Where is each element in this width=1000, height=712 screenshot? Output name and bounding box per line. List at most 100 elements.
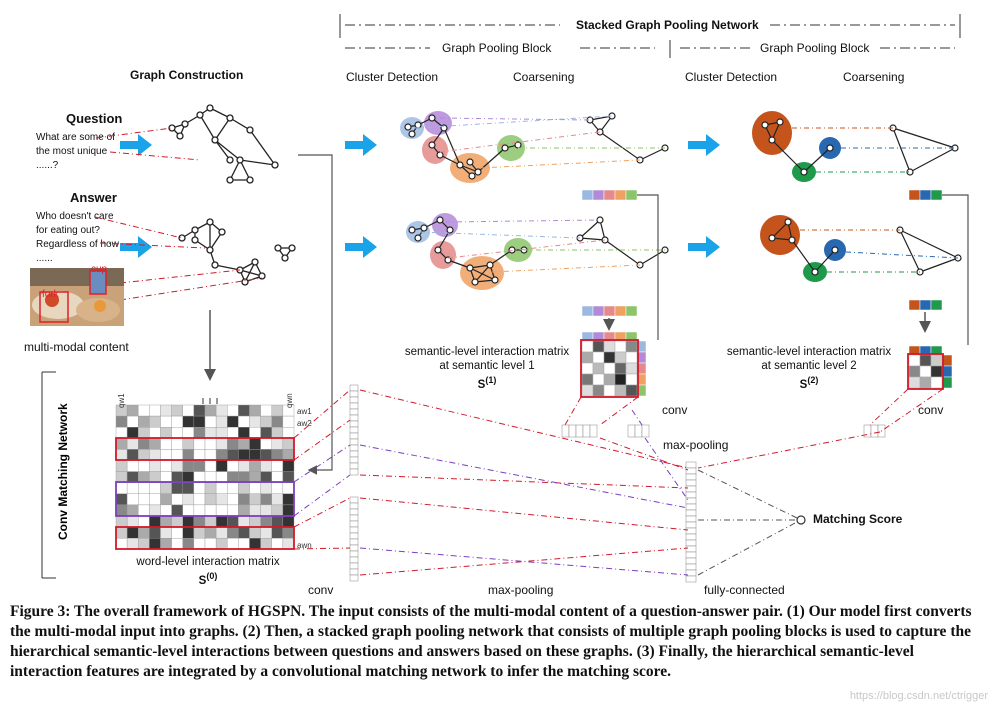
fork-tag: fork: [42, 289, 60, 300]
matrix-cell: [115, 415, 128, 428]
matrix-cell: [227, 538, 239, 550]
pool-cell: [568, 424, 577, 438]
sem2-line2: at semantic level 2: [761, 360, 857, 372]
matrix-cell: [160, 504, 172, 517]
matrix-cell: [249, 460, 261, 472]
word-matrix-tags: qw1 qwn aw1 aw2 awn: [117, 393, 312, 550]
matrix-cell: [282, 438, 295, 450]
matrix-cell: [260, 482, 272, 495]
feature-cell: [349, 438, 359, 446]
feature-cell: [349, 562, 359, 570]
matrix-cell: [182, 449, 195, 461]
matrix-cell: [126, 515, 139, 528]
matrix-cell: [149, 449, 161, 461]
matrix-cell: [126, 526, 139, 539]
conv-label-right: conv: [918, 403, 944, 417]
matrix-cell: [249, 538, 261, 550]
connector-graph-to-matrix: [298, 154, 333, 475]
matrix-cell: [215, 538, 228, 550]
pool-cell: [589, 424, 598, 438]
word-matrix-label: word-level interaction matrix S(0): [118, 555, 298, 588]
matrix-cell: [260, 538, 272, 550]
matrix-cell: [171, 526, 183, 539]
matrix-cell: [204, 538, 217, 550]
cluster-graph-answer-2: [760, 215, 846, 282]
feature-cell: [685, 557, 697, 565]
feature-cell: [685, 467, 697, 475]
matrix-cell: [138, 449, 150, 461]
matrix-cell: [171, 460, 183, 472]
matrix-cell: [271, 493, 284, 506]
feature-cell: [349, 462, 359, 470]
matrix-cell: [126, 493, 139, 506]
matrix-cell: [215, 438, 228, 450]
word-sym: S: [198, 574, 207, 587]
pool-cell: [870, 424, 879, 438]
matrix-cell: [238, 438, 250, 450]
matrix-cell: [149, 427, 161, 439]
matrix-cell: [171, 538, 183, 550]
matrix-cell: [282, 460, 295, 472]
coarsened-graph-answer-1: [576, 216, 669, 269]
matrix-cell: [193, 493, 206, 506]
matrix-cell: [193, 427, 206, 439]
matrix-cell: [227, 515, 239, 528]
matrix-cell: [204, 438, 217, 450]
matrix-cell: [282, 449, 295, 461]
sem1-matrix-label: semantic-level interaction matrix at sem…: [392, 345, 582, 392]
matrix-cell: [260, 438, 272, 450]
matrix-cell: [227, 526, 239, 539]
matrix-cell: [149, 404, 161, 417]
matrix-cell: [115, 427, 128, 439]
food-image: cup fork: [30, 264, 124, 326]
matrix-cell: [149, 482, 161, 495]
matrix-cell: [238, 460, 250, 472]
matrix-cell: [271, 515, 284, 528]
matrix-cell: [260, 515, 272, 528]
matrix-cell: [138, 427, 150, 439]
matrix-cell: [126, 471, 139, 483]
row-tag: aw2: [297, 419, 312, 428]
feature-cell: [349, 384, 359, 392]
matrix-cell: [271, 415, 284, 428]
matrix-cell: [204, 515, 217, 528]
word-sup: (0): [206, 571, 218, 581]
matrix-cell: [249, 427, 261, 439]
matrix-cell: [238, 449, 250, 461]
stacked-network-title: Stacked Graph Pooling Network: [576, 18, 759, 32]
sem1-line1: semantic-level interaction matrix: [404, 346, 570, 358]
blue-arrow-icon: [688, 134, 720, 156]
feature-cell: [349, 390, 359, 398]
conv-network-bracket: [41, 371, 56, 579]
matrix-cell: [193, 404, 206, 417]
matrix-cell: [138, 471, 150, 483]
matrix-cell: [238, 526, 250, 539]
matrix-cell: [126, 482, 139, 495]
matrix-cell: [171, 438, 183, 450]
feature-cell: [349, 544, 359, 552]
feature-cell: [349, 420, 359, 428]
answer-line: Regardless of how: [36, 239, 119, 250]
matrix-cell: [160, 404, 172, 417]
matrix-cell: [238, 538, 250, 550]
matrix-cell: [215, 515, 228, 528]
sem2-symbol: S(2): [714, 373, 904, 392]
feature-cell: [349, 408, 359, 416]
matrix-cell: [215, 471, 228, 483]
matrix-cell: [182, 526, 195, 539]
feature-cell: [685, 479, 697, 487]
matrix-cell: [138, 515, 150, 528]
matrix-cell: [238, 415, 250, 428]
maxpool-label-bottom: max-pooling: [488, 583, 554, 597]
matrix-cell: [227, 504, 239, 517]
matrix-cell: [215, 449, 228, 461]
cluster-graph-answer-1: [406, 213, 532, 290]
matrix-cell: [138, 404, 150, 417]
matrix-cell: [149, 538, 161, 550]
answer-text: Who doesn't care for eating out? Regardl…: [36, 210, 119, 266]
matrix-cell: [227, 404, 239, 417]
row-tag: aw1: [297, 407, 312, 416]
matrix-cell: [115, 471, 128, 483]
matrix-cell: [126, 415, 139, 428]
matrix-cell: [149, 460, 161, 472]
